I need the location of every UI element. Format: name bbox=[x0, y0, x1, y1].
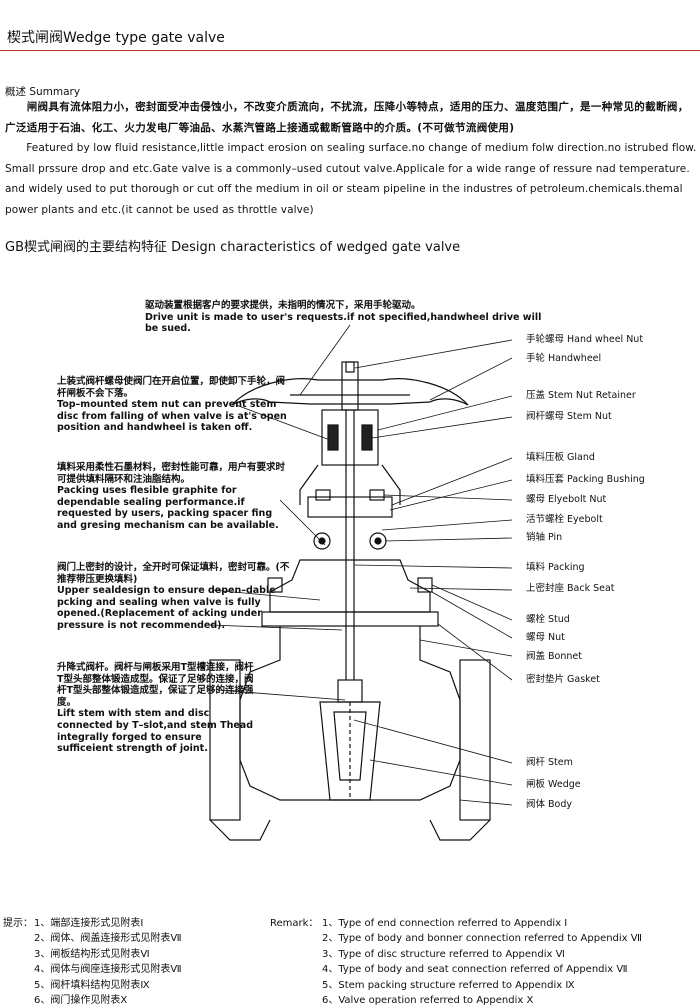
remark-cn-item: 1、端部连接形式见附表Ⅰ bbox=[34, 918, 144, 929]
remark-cn-item: 3、闸板结构形式见附表Ⅵ bbox=[34, 948, 150, 960]
part-label-body: 阀体 Body bbox=[526, 799, 573, 810]
design-section-title: GB楔式闸阀的主要结构特征 Design characteristics of … bbox=[5, 240, 461, 255]
remark-list-cn: 1、端部连接形式见附表Ⅰ 2、阀体、阀盖连接形式见附表Ⅶ 3、闸板结构形式见附表… bbox=[34, 916, 182, 1008]
part-label-bonnet: 阀盖 Bonnet bbox=[526, 651, 582, 662]
part-label-stud: 螺栓 Stud bbox=[526, 614, 570, 625]
remark-en-item: 3、Type of disc structure referred to App… bbox=[322, 948, 565, 960]
note-packing: 填料采用柔性石墨材料，密封性能可靠，用户有要求时可提供填料隔环和注油脂结构。 P… bbox=[57, 462, 286, 531]
remark-label-cn: 提示： bbox=[3, 918, 33, 929]
valve-outline bbox=[209, 361, 491, 841]
part-label-stem-nut: 阀杆螺母 Stem Nut bbox=[526, 411, 612, 422]
remark-cn-item: 5、阀杆填料结构见附表Ⅸ bbox=[34, 979, 150, 991]
part-label-gland: 填料压板 Gland bbox=[526, 452, 595, 463]
page-title: 楔式闸阀Wedge type gate valve bbox=[7, 30, 225, 46]
part-label-gasket: 密封垫片 Gasket bbox=[526, 674, 600, 685]
note-stem-nut: 上装式阀杆螺母使阀门在开启位置，即使卸下手轮，阀杆闸板不会下落。 Top–mou… bbox=[57, 376, 287, 434]
part-label-back-seat: 上密封座 Back Seat bbox=[526, 583, 615, 594]
part-label-stem: 阀杆 Stem bbox=[526, 757, 573, 768]
summary-text-cn: 闸阀具有流体阻力小，密封面受冲击侵蚀小，不改变介质流向，不扰流，压降小等特点，适… bbox=[5, 101, 689, 134]
drive-note: 驱动装置根据客户的要求提供，未指明的情况下，采用手轮驱动。 Drive unit… bbox=[145, 300, 545, 335]
note-lift-stem: 升降式阀杆。阀杆与闸板采用T型槽连接，阀杆T型头部整体锻造成型。保证了足够的连接… bbox=[57, 662, 254, 755]
part-label-eyebolt-nut: 螺母 Elyebolt Nut bbox=[526, 494, 607, 505]
part-label-handwheel: 手轮 Handwheel bbox=[526, 353, 602, 364]
part-label-stem-nut-retainer: 压盖 Stem Nut Retainer bbox=[526, 390, 636, 401]
drive-note-en: Drive unit is made to user's requests.if… bbox=[145, 311, 542, 335]
remark-en-item: 1、Type of end connection referred to App… bbox=[322, 918, 568, 929]
part-label-hand-wheel-nut: 手轮螺母 Hand wheel Nut bbox=[526, 334, 644, 345]
part-label-nut: 螺母 Nut bbox=[526, 632, 565, 643]
remark-en-item: 5、Stem packing structure referred to App… bbox=[322, 979, 575, 991]
part-label-pin: 销轴 Pin bbox=[526, 532, 563, 543]
part-label-wedge: 闸板 Wedge bbox=[526, 779, 581, 790]
remark-cn-item: 2、阀体、阀盖连接形式见附表Ⅶ bbox=[34, 933, 182, 945]
remark-cn-item: 4、阀体与阀座连接形式见附表Ⅶ bbox=[34, 964, 182, 976]
part-label-packing-bushing: 填料压套 Packing Bushing bbox=[526, 474, 645, 485]
remark-en-item: 4、Type of body and seat connection refer… bbox=[322, 964, 628, 976]
callout-lines bbox=[209, 324, 513, 806]
remark-label-en: Remark： bbox=[270, 918, 319, 929]
note-back-seat: 阀门上密封的设计，全开时可保证填料，密封可靠。(不推荐带压更换填料) Upper… bbox=[57, 562, 290, 631]
summary-text-en: Featured by low fluid resistance,little … bbox=[5, 142, 697, 216]
title-divider bbox=[0, 50, 700, 51]
part-label-eyebolt: 活节螺栓 Eyebolt bbox=[526, 514, 603, 525]
remark-en-item: 2、Type of body and bonner connection ref… bbox=[322, 933, 642, 945]
part-label-packing: 填料 Packing bbox=[526, 562, 585, 573]
summary-heading: 概述 Summary bbox=[5, 86, 81, 98]
drive-note-cn: 驱动装置根据客户的要求提供，未指明的情况下，采用手轮驱动。 bbox=[145, 300, 421, 311]
remark-list-en: 1、Type of end connection referred to App… bbox=[322, 916, 642, 1008]
remark-en-item: 6、Valve operation referred to Appendix Ⅹ bbox=[322, 995, 534, 1007]
remark-cn-item: 6、阀门操作见附表Ⅹ bbox=[34, 995, 128, 1007]
